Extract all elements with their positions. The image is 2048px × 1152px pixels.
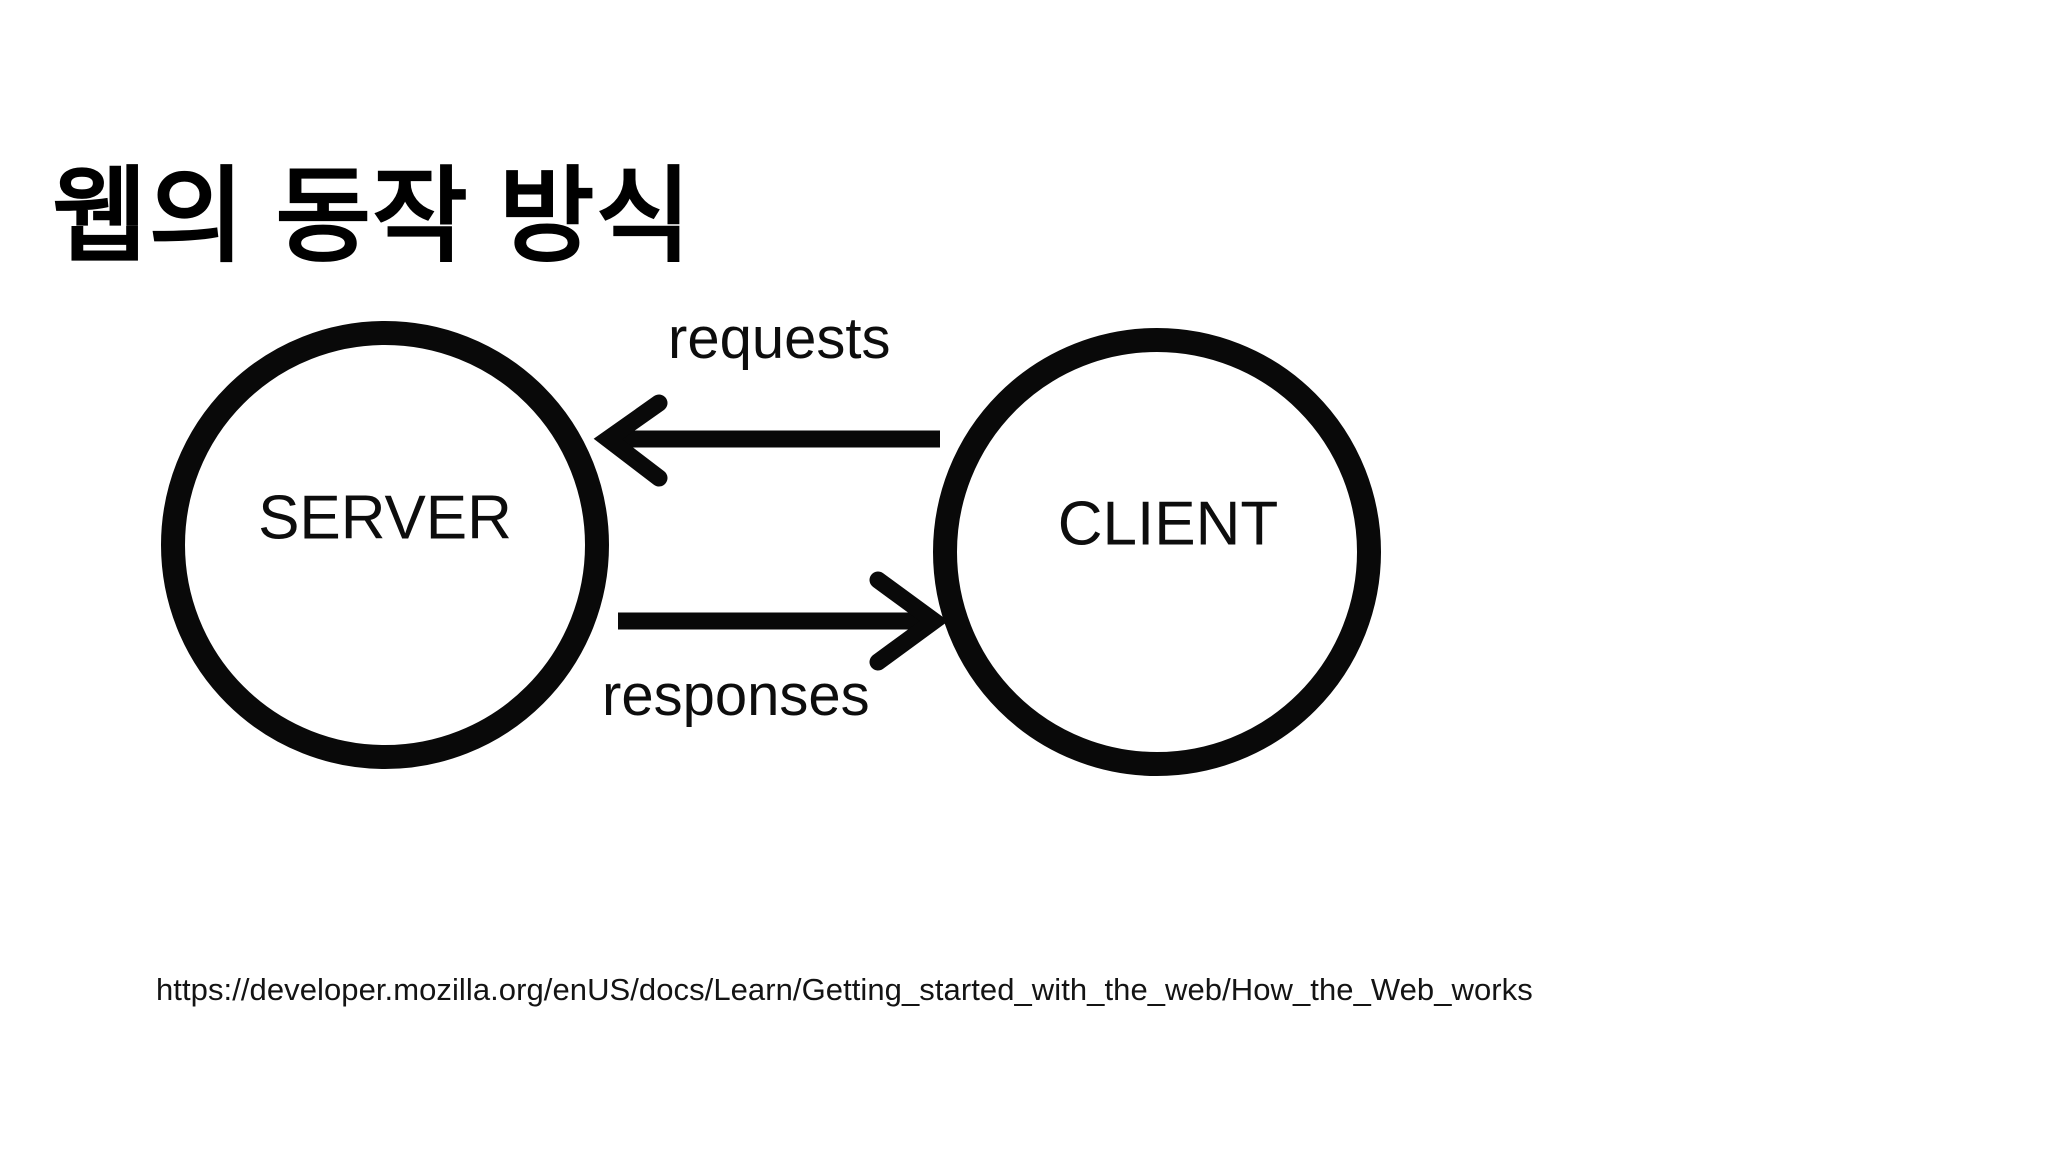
- requests-edge-label: requests: [668, 306, 890, 371]
- requests-arrow: [593, 394, 940, 487]
- client-node-circle: [933, 328, 1381, 776]
- source-url-text: https://developer.mozilla.org/enUS/docs/…: [156, 972, 1533, 1007]
- web-flow-diagram: SERVER CLIENT requests responses: [150, 290, 1440, 810]
- page-title: 웹의 동작 방식: [52, 158, 693, 275]
- server-node-circle: [161, 321, 609, 769]
- responses-arrow: [618, 571, 949, 671]
- responses-arrow-head-icon: [869, 571, 949, 671]
- client-node-label: CLIENT: [1058, 489, 1278, 558]
- server-node-label: SERVER: [258, 483, 512, 552]
- diagram-svg: SERVER CLIENT requests responses: [161, 306, 1381, 776]
- responses-edge-label: responses: [602, 663, 870, 728]
- requests-arrow-head-icon: [593, 394, 668, 487]
